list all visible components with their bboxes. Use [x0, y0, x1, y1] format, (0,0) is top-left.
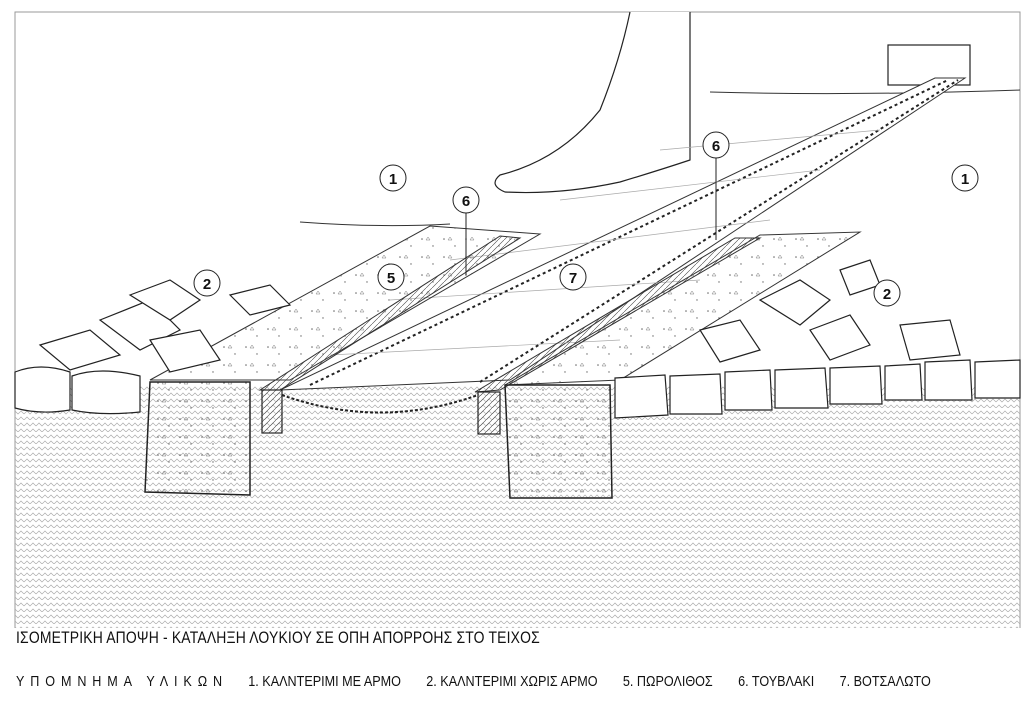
svg-text:2: 2 — [883, 286, 891, 303]
foot-sketch — [494, 11, 691, 194]
materials-legend: ΥΠΟΜΝΗΜΑ ΥΛΙΚΩΝ 1. ΚΑΛΝΤΕΡΙΜΙ ΜΕ ΑΡΜΟ 2.… — [16, 673, 953, 690]
callout-2-right: 2 — [873, 279, 901, 307]
porolithos-left — [149, 225, 542, 381]
legend-item: 2. ΚΑΛΝΤΕΡΙΜΙ ΧΩΡΙΣ ΑΡΜΟ — [426, 673, 598, 690]
foundation-block-left — [144, 381, 251, 496]
svg-text:1: 1 — [961, 171, 969, 188]
callout-7: 7 — [559, 263, 587, 291]
svg-text:2: 2 — [203, 276, 211, 293]
foundation-block-right — [504, 384, 613, 499]
brick-end-left — [261, 389, 283, 434]
callouts: 1 1 6 6 2 5 7 2 — [193, 131, 979, 307]
stones-right — [614, 259, 1021, 419]
svg-text:7: 7 — [569, 270, 577, 287]
callout-2-left: 2 — [193, 269, 221, 297]
drawing-title: ΙΣΟΜΕΤΡΙΚΗ ΑΠΟΨΗ - ΚΑΤΑΛΗΞΗ ΛΟΥΚΙΟΥ ΣΕ Ο… — [16, 628, 540, 647]
svg-text:1: 1 — [389, 171, 397, 188]
callout-6-right: 6 — [702, 131, 730, 240]
legend-item: 1. ΚΑΛΝΤΕΡΙΜΙ ΜΕ ΑΡΜΟ — [248, 673, 401, 690]
brick-end-right — [477, 391, 501, 435]
callout-1-right: 1 — [951, 164, 979, 192]
stones-left — [14, 279, 292, 415]
callout-6-left: 6 — [452, 186, 480, 275]
legend-item: 6. ΤΟΥΒΛΑΚΙ — [738, 673, 815, 690]
svg-text:5: 5 — [387, 270, 395, 287]
callout-5: 5 — [377, 263, 405, 291]
legend-heading: ΥΠΟΜΝΗΜΑ ΥΛΙΚΩΝ — [16, 673, 228, 690]
legend-item: 5. ΠΩΡΟΛΙΘΟΣ — [622, 673, 713, 690]
svg-text:6: 6 — [462, 193, 470, 210]
callout-1-left: 1 — [379, 164, 407, 192]
svg-text:6: 6 — [712, 138, 720, 155]
legend-item: 7. ΒΟΤΣΑΛΩΤΟ — [839, 673, 931, 690]
frame-border — [14, 11, 1021, 628]
